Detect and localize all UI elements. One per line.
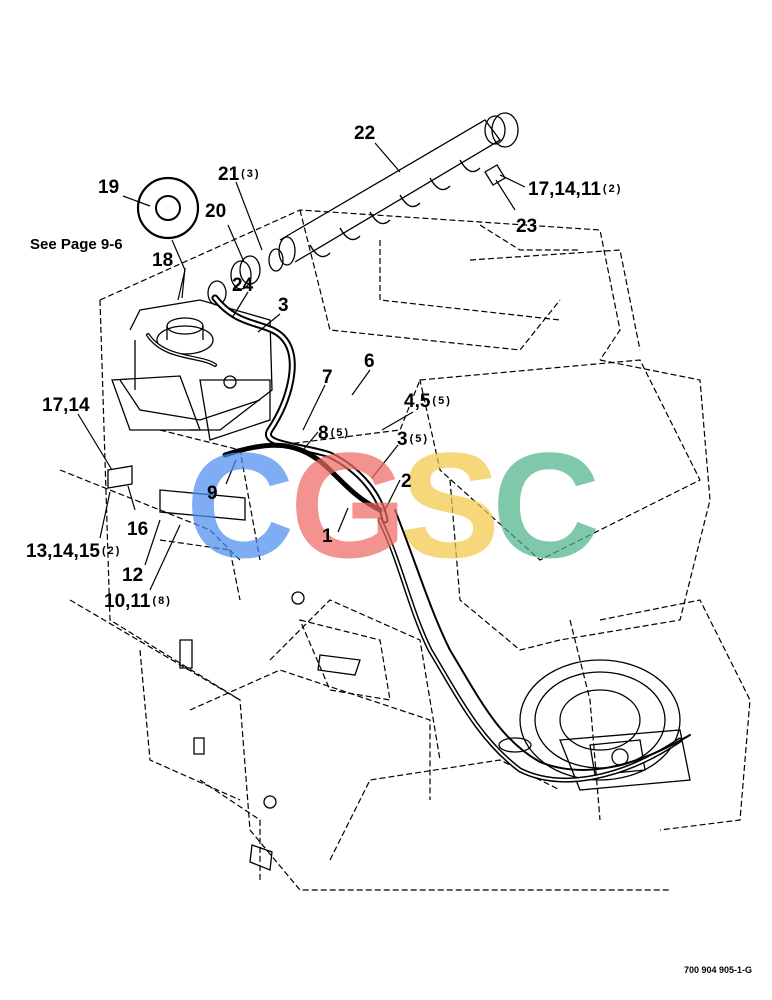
callout-number: 22	[354, 123, 376, 144]
callout-9: 9	[207, 484, 218, 503]
watermark-letter-g-red: G	[290, 421, 407, 589]
callout-number: 21	[218, 164, 240, 185]
callout-2: 2	[401, 472, 412, 491]
callout-4-5: 4,5(5)	[404, 392, 452, 411]
callout-number: 1	[322, 526, 333, 547]
callout-8: 8(5)	[318, 424, 350, 443]
callout-number: 18	[152, 250, 174, 271]
callout-3-top: 3	[278, 296, 289, 315]
callout-quantity: (5)	[409, 433, 430, 445]
callout-number: 16	[127, 519, 149, 540]
callout-number: 8	[318, 423, 329, 444]
callout-quantity: (3)	[241, 168, 261, 180]
callout-19: 19	[98, 178, 119, 197]
callout-13-14-15: 13,14,15(2)	[26, 542, 121, 561]
callout-21: 21(3)	[218, 165, 261, 184]
callout-number: 10,11	[104, 591, 151, 612]
callout-number: 17,14,11	[528, 179, 601, 200]
callout-number: 3	[278, 295, 289, 316]
callout-number: 13,14,15	[26, 541, 100, 562]
callout-12: 12	[122, 566, 143, 585]
callout-number: 17,14	[42, 395, 90, 416]
callout-20: 20	[205, 202, 226, 221]
callout-1: 1	[322, 527, 333, 546]
callout-number: 6	[364, 351, 375, 372]
watermark-letter-s-yellow: S	[400, 421, 501, 589]
callout-number: 12	[122, 565, 144, 586]
callout-number: 2	[401, 471, 412, 492]
callout-6: 6	[364, 352, 375, 371]
callout-quantity: (5)	[330, 427, 351, 439]
callout-number: 3	[397, 429, 408, 450]
figure-number: 700 904 905-1-G	[684, 965, 753, 975]
watermark-letter-c-blue: C	[186, 421, 295, 589]
callout-10-11: 10,11(8)	[104, 592, 172, 611]
callout-quantity: (5)	[432, 395, 452, 407]
watermark-letter-c-green: C	[492, 421, 601, 589]
callout-24: 24	[232, 276, 253, 295]
callout-16: 16	[127, 520, 148, 539]
callout-23: 23	[516, 217, 537, 236]
callout-number: 19	[98, 177, 120, 198]
callout-number: 23	[516, 216, 538, 237]
callout-number: 24	[232, 275, 254, 296]
reference-note: See Page 9-6	[30, 236, 123, 253]
callout-number: 4,5	[404, 391, 431, 412]
callout-3-mid: 3(5)	[397, 430, 429, 449]
callout-quantity: (2)	[602, 183, 623, 195]
callout-7: 7	[322, 368, 333, 387]
callout-17-14: 17,14	[42, 396, 90, 415]
callout-18: 18	[152, 251, 173, 270]
callout-number: 9	[207, 483, 218, 504]
callout-22: 22	[354, 124, 375, 143]
callout-quantity: (2)	[101, 545, 122, 557]
callout-quantity: (8)	[152, 595, 172, 607]
callout-17-14-11: 17,14,11(2)	[528, 180, 622, 199]
callout-number: 20	[205, 201, 227, 222]
callout-number: 7	[322, 367, 333, 388]
